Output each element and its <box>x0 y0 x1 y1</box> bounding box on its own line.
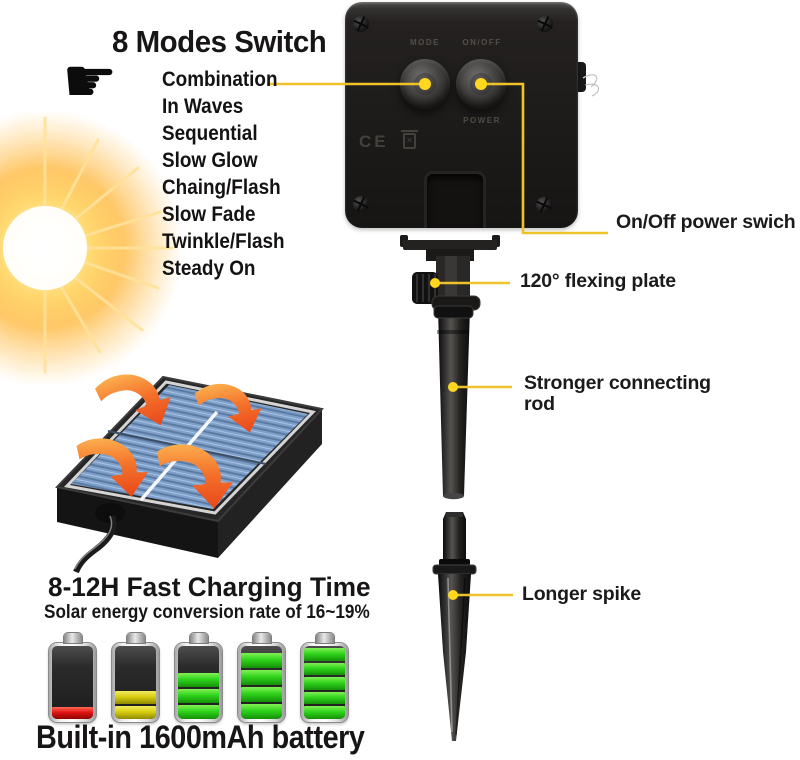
ce-mark: CE <box>359 132 389 151</box>
annotation-flexing-plate: 120° flexing plate <box>520 270 676 292</box>
mode-item: Slow Glow <box>162 149 258 172</box>
control-box-photo: MODE ON/OFF POWER CE ✕ <box>345 2 578 228</box>
screw-icon <box>537 16 553 32</box>
annotation-longer-spike: Longer spike <box>522 583 641 605</box>
modes-title: 8 Modes Switch <box>112 24 327 59</box>
mode-item: Combination <box>162 68 278 91</box>
battery-icon-very-low <box>49 633 96 722</box>
sunlight-arrows-icon <box>67 367 266 511</box>
weee-bin-icon: ✕ <box>401 130 418 149</box>
screw-icon <box>536 197 552 213</box>
flexing-plate-and-rod-graphic <box>400 235 500 500</box>
screw-icon <box>353 196 369 212</box>
mode-button[interactable] <box>400 59 450 109</box>
battery-caption: Built-in 1600mAh battery <box>36 719 365 755</box>
ground-spike-graphic <box>432 512 477 741</box>
battery-indicators <box>49 633 348 722</box>
onoff-button-label: ON/OFF <box>462 38 502 47</box>
mode-item: Chaing/Flash <box>162 176 281 199</box>
mount-notch <box>424 171 486 228</box>
mode-item: In Waves <box>162 95 244 118</box>
charging-title: 8-12H Fast Charging Time <box>48 572 371 602</box>
mode-item: Twinkle/Flash <box>162 230 285 253</box>
screw-icon <box>353 16 369 32</box>
modes-list: Combination In Waves Sequential Slow Glo… <box>162 66 285 282</box>
pointing-hand-icon: ☛ <box>62 44 118 117</box>
mode-button-label: MODE <box>410 38 440 47</box>
charging-subtitle: Solar energy conversion rate of 16~19% <box>44 601 370 623</box>
battery-icon-high <box>238 633 285 722</box>
mode-item: Slow Fade <box>162 203 256 226</box>
annotation-power-switch: On/Off power swich <box>616 211 796 233</box>
mode-item: Sequential <box>162 122 258 145</box>
battery-icon-half <box>175 633 222 722</box>
mode-item: Steady On <box>162 257 256 280</box>
annotation-connecting-rod: Stronger connecting rod <box>524 372 711 415</box>
battery-icon-low <box>112 633 159 722</box>
sun-icon <box>0 110 183 386</box>
battery-icon-full <box>301 633 348 722</box>
onoff-button[interactable] <box>456 59 506 109</box>
power-button-label: POWER <box>463 116 501 125</box>
solar-panel-graphic <box>55 375 324 574</box>
